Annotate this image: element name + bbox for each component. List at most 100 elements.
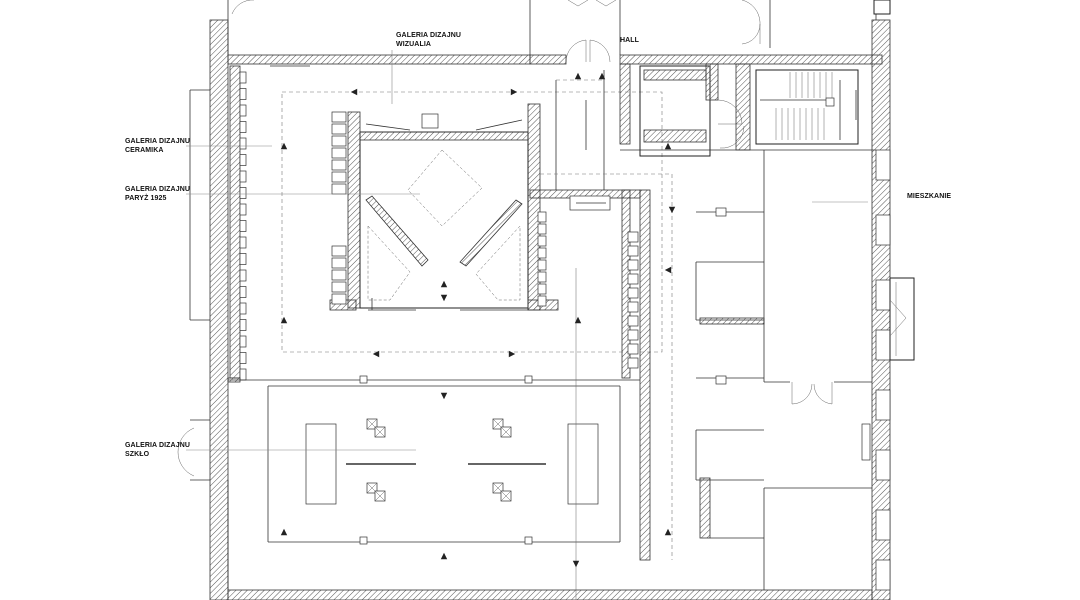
display-niche — [239, 170, 247, 183]
circulation-arrows — [280, 72, 676, 568]
display-niche — [627, 329, 639, 341]
direction-arrow — [280, 528, 288, 536]
direction-arrow — [664, 266, 672, 274]
direction-arrow — [350, 88, 358, 96]
direction-arrow — [574, 72, 582, 80]
display-cabinet — [331, 171, 347, 183]
display-niche — [239, 335, 247, 348]
left-annex — [177, 89, 210, 481]
label-galeria-szklo-line1: GALERIA DIZAJNU — [125, 442, 191, 449]
left-display-niches — [229, 65, 247, 381]
display-niche — [239, 286, 247, 298]
direction-arrow — [440, 294, 448, 302]
label-galeria-wizualia-line1: GALERIA DIZAJNU — [396, 32, 462, 39]
display-niche — [239, 203, 247, 216]
display-niche — [239, 236, 247, 249]
display-niche — [239, 253, 247, 265]
lower-gallery — [227, 268, 640, 600]
display-cabinet — [331, 269, 347, 281]
display-niche — [627, 343, 639, 355]
apartment — [695, 149, 915, 591]
direction-arrow — [508, 350, 516, 358]
label-galeria-ceramika: GALERIA DIZAJNU CERAMIKA — [125, 137, 190, 155]
window — [875, 214, 891, 246]
display-cabinet — [537, 223, 547, 235]
display-niche — [239, 220, 247, 232]
direction-arrow — [572, 560, 580, 568]
label-galeria-paryz: GALERIA DIZAJNU PARYŻ 1925 — [125, 185, 190, 203]
window — [875, 509, 891, 541]
display-cabinet — [331, 147, 347, 159]
vitrine-cross — [374, 426, 386, 438]
display-cabinet — [537, 211, 547, 223]
display-niche — [627, 301, 639, 313]
display-niche — [239, 352, 247, 364]
direction-arrow — [280, 142, 288, 150]
vitrine-cross — [492, 482, 504, 494]
direction-arrow — [440, 392, 448, 400]
display-niche — [239, 269, 247, 282]
label-hall: HALL — [620, 36, 639, 45]
display-niche — [239, 137, 247, 150]
window — [875, 279, 891, 311]
display-niche — [627, 357, 639, 369]
display-niche — [239, 104, 247, 117]
label-galeria-paryz-line2: PARYŻ 1925 — [125, 195, 167, 202]
label-galeria-paryz-line1: GALERIA DIZAJNU — [125, 186, 191, 193]
label-galeria-szklo-line2: SZKŁO — [125, 451, 150, 458]
vitrine-cross — [366, 418, 378, 430]
vitrine-cross — [500, 426, 512, 438]
display-cabinet — [331, 111, 347, 123]
direction-arrow — [574, 316, 582, 324]
top-doors — [231, 0, 771, 65]
vitrine-cross — [500, 490, 512, 502]
display-niche — [239, 121, 247, 133]
hall-block — [619, 63, 876, 157]
display-cabinet — [331, 159, 347, 171]
label-galeria-szklo: GALERIA DIZAJNU SZKŁO — [125, 441, 190, 459]
label-galeria-wizualia: GALERIA DIZAJNU WIZUALIA — [396, 31, 461, 49]
direction-arrow — [510, 88, 518, 96]
direction-arrow — [664, 528, 672, 536]
display-niche — [239, 71, 247, 84]
window — [875, 389, 891, 421]
window — [875, 449, 891, 481]
display-niche — [239, 154, 247, 166]
label-galeria-ceramika-line1: GALERIA DIZAJNU — [125, 138, 191, 145]
display-niche — [627, 231, 639, 243]
label-galeria-wizualia-line2: WIZUALIA — [396, 41, 432, 48]
display-niche — [627, 245, 639, 257]
display-cabinet — [331, 123, 347, 135]
display-cabinet — [331, 245, 347, 257]
direction-arrow — [598, 72, 606, 80]
direction-arrow — [372, 350, 380, 358]
direction-arrow — [440, 552, 448, 560]
display-niche — [239, 319, 247, 331]
display-cabinet — [537, 259, 547, 271]
display-cabinet — [537, 295, 547, 307]
display-cabinet — [331, 135, 347, 147]
display-cabinet — [537, 247, 547, 259]
vitrine-cross — [366, 482, 378, 494]
vitrine-cross — [374, 490, 386, 502]
direction-arrow — [664, 142, 672, 150]
label-mieszkanie: MIESZKANIE — [907, 192, 951, 201]
display-cabinet — [331, 281, 347, 293]
vitrine-cross — [492, 418, 504, 430]
direction-arrow — [280, 316, 288, 324]
label-mieszkanie-text: MIESZKANIE — [907, 193, 952, 200]
display-cabinet — [537, 271, 547, 283]
display-niche — [239, 368, 247, 381]
display-niche — [627, 259, 639, 271]
display-niche — [627, 273, 639, 285]
label-leaders — [186, 50, 868, 451]
display-niche — [239, 302, 247, 315]
display-niche — [627, 287, 639, 299]
upper-gallery — [229, 65, 673, 561]
window — [875, 329, 891, 361]
window — [875, 559, 891, 591]
display-niche — [239, 187, 247, 199]
display-niche — [627, 315, 639, 327]
display-cabinet — [331, 257, 347, 269]
